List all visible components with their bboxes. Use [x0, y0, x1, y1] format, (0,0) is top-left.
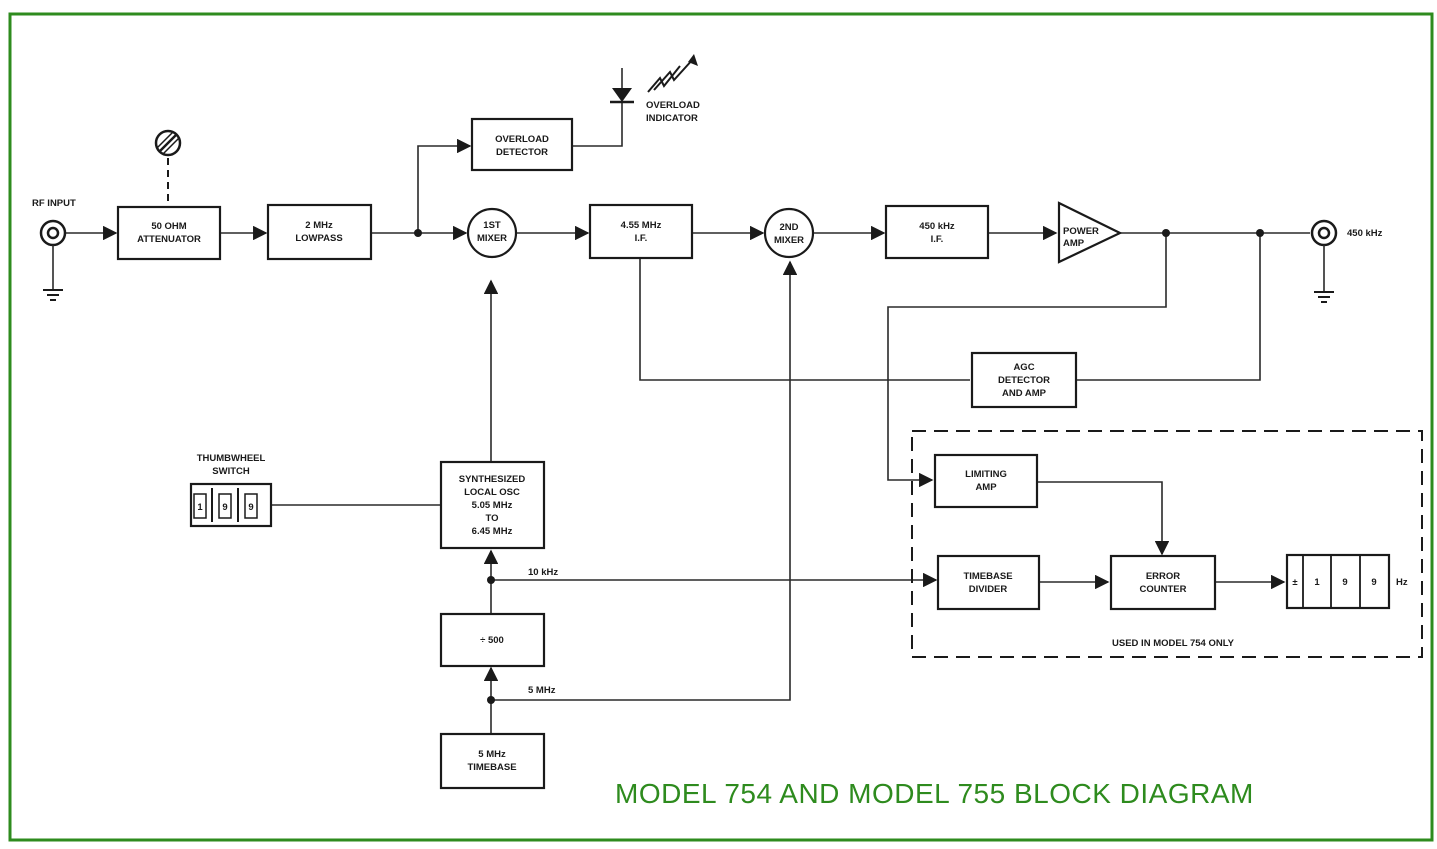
agc-block: AGC DETECTOR AND AMP — [970, 351, 1078, 409]
mixer2-block: 2ND MIXER — [763, 207, 815, 259]
lowpass-line-1: 2 MHz — [305, 220, 333, 231]
if-455mhz-block: 4.55 MHz I.F. — [588, 203, 694, 260]
synth-line-3: 5.05 MHz — [472, 500, 513, 511]
counter-digit-1: 1 — [1314, 577, 1320, 588]
rf-input-connector — [39, 219, 67, 301]
output-450khz-label: 450 kHz — [1347, 228, 1383, 239]
mixer1-line-1: 1ST — [483, 220, 501, 231]
led-indicator-icon — [610, 54, 698, 104]
if-450-line-2: I.F. — [931, 234, 944, 245]
attenuator-line-2: ATTENUATOR — [137, 234, 201, 245]
agc-line-3: AND AMP — [1002, 388, 1047, 399]
junction-dots — [414, 229, 1264, 704]
synth-line-4: TO — [485, 513, 498, 524]
synth-line-2: LOCAL OSC — [464, 487, 520, 498]
ground-icon — [43, 289, 63, 301]
timebase-divider-block: TIMEBASE DIVIDER — [936, 554, 1041, 611]
limiting-amp-block: LIMITING AMP — [933, 453, 1039, 509]
diagram-border — [8, 12, 1434, 842]
divider-500-block: ÷ 500 — [439, 612, 546, 668]
synthesizer-block: SYNTHESIZED LOCAL OSC 5.05 MHz TO 6.45 M… — [439, 460, 546, 550]
lowpass-line-2: LOWPASS — [295, 233, 342, 244]
divider-500-text: ÷ 500 — [480, 635, 504, 646]
power-amp-block: POWER AMP — [1057, 201, 1123, 264]
used-in-model-754-label: USED IN MODEL 754 ONLY — [1112, 638, 1235, 649]
counter-display: ± 1 9 9 — [1285, 553, 1391, 610]
overload-detector-line-2: DETECTOR — [496, 147, 548, 158]
timebase-5mhz-block: 5 MHz TIMEBASE — [439, 732, 546, 790]
if-450khz-block: 450 kHz I.F. — [884, 204, 990, 260]
mixer1-line-2: MIXER — [477, 233, 507, 244]
synth-line-1: SYNTHESIZED — [459, 474, 526, 485]
thumbwheel-digit-1: 1 — [197, 502, 203, 513]
error-counter-line-2: COUNTER — [1140, 584, 1187, 595]
freq-5mhz-label: 5 MHz — [528, 685, 556, 696]
power-amp-line-2: AMP — [1063, 238, 1085, 249]
thumbwheel-digit-2: 9 — [222, 502, 227, 513]
diagram-title: MODEL 754 AND MODEL 755 BLOCK DIAGRAM — [615, 778, 1254, 809]
power-amp-line-1: POWER — [1063, 226, 1099, 237]
thumbwheel-digit-3: 9 — [248, 502, 253, 513]
timebase-line-1: 5 MHz — [478, 749, 506, 760]
overload-indicator-line-1: OVERLOAD — [646, 100, 700, 111]
thumbwheel-switch[interactable]: 1 9 9 — [189, 482, 273, 528]
timebase-line-2: TIMEBASE — [467, 762, 516, 773]
freq-10khz-label: 10 kHz — [528, 567, 558, 578]
mixer2-line-1: 2ND — [779, 222, 798, 233]
counter-digit-2: 9 — [1342, 577, 1347, 588]
error-counter-line-1: ERROR — [1146, 571, 1180, 582]
attenuator-block: 50 OHM ATTENUATOR — [116, 205, 222, 261]
thumbwheel-label-1: THUMBWHEEL — [197, 453, 266, 464]
lowpass-block: 2 MHz LOWPASS — [266, 203, 373, 261]
error-counter-block: ERROR COUNTER — [1109, 554, 1217, 611]
if-455-line-1: 4.55 MHz — [621, 220, 662, 231]
signal-wires — [66, 68, 1310, 733]
ground-icon — [1314, 291, 1334, 303]
mixer1-block: 1ST MIXER — [466, 207, 518, 259]
overload-detector-block: OVERLOAD DETECTOR — [470, 117, 574, 172]
overload-detector-line-1: OVERLOAD — [495, 134, 549, 145]
if-455-line-2: I.F. — [635, 233, 648, 244]
output-connector — [1310, 219, 1338, 303]
synth-line-5: 6.45 MHz — [472, 526, 513, 537]
mixer2-line-2: MIXER — [774, 235, 804, 246]
overload-indicator-line-2: INDICATOR — [646, 113, 698, 124]
counter-sign: ± — [1292, 577, 1297, 588]
rf-input-label: RF INPUT — [32, 198, 76, 209]
agc-line-1: AGC — [1013, 362, 1034, 373]
hz-unit-label: Hz — [1396, 577, 1408, 588]
agc-line-2: DETECTOR — [998, 375, 1050, 386]
tb-divider-line-1: TIMEBASE — [963, 571, 1012, 582]
if-450-line-1: 450 kHz — [919, 221, 955, 232]
model-754-region — [911, 430, 1423, 658]
limiting-line-2: AMP — [975, 482, 997, 493]
attenuator-adjust-icon — [154, 129, 182, 205]
attenuator-line-1: 50 OHM — [151, 221, 186, 232]
limiting-line-1: LIMITING — [965, 469, 1007, 480]
thumbwheel-label-2: SWITCH — [212, 466, 250, 477]
tb-divider-line-2: DIVIDER — [969, 584, 1008, 595]
counter-digit-3: 9 — [1371, 577, 1376, 588]
